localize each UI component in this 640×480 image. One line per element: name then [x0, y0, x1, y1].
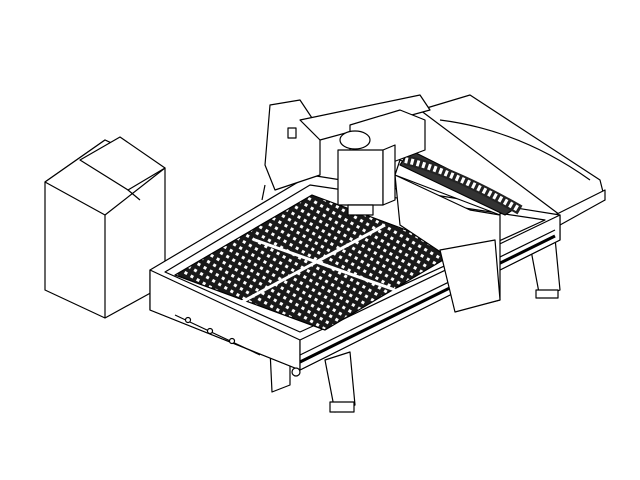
front-rail [174, 229, 556, 377]
vacuum-bed-grid [174, 194, 461, 331]
spindle-head [337, 109, 426, 216]
control-cabinet [44, 136, 166, 319]
gantry-end-left [261, 127, 297, 201]
cable-chain [403, 155, 523, 215]
